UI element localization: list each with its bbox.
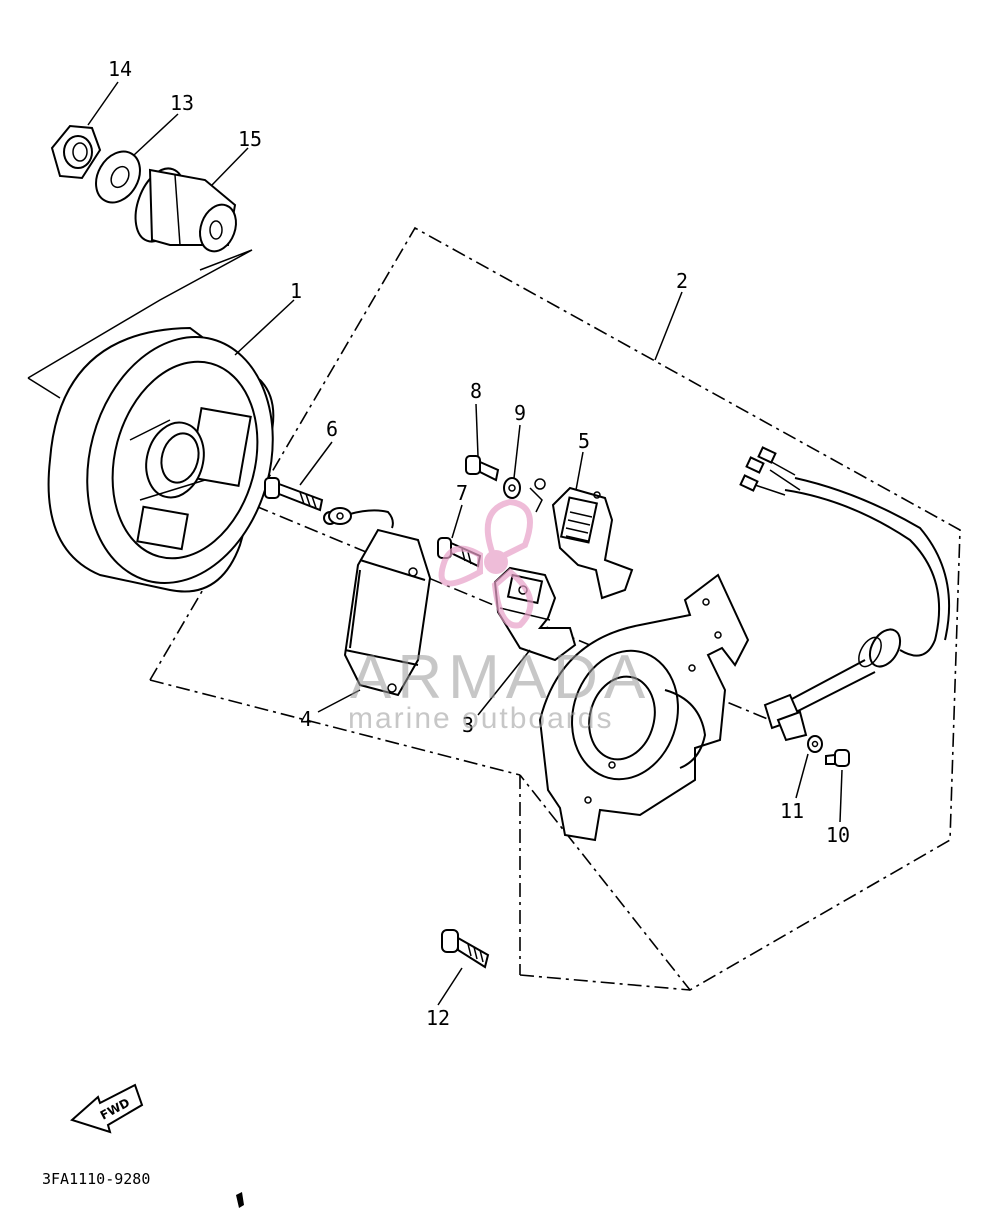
part-label-14: 14 [108,57,132,81]
print-mark [236,1192,244,1208]
part-label-5: 5 [578,429,590,453]
part-label-6: 6 [326,417,338,441]
part-label-3: 3 [462,713,474,737]
wire-harness [739,446,951,742]
watermark-brand: ARMADA [350,643,651,712]
washer-part-9 [503,477,521,499]
part-label-12: 12 [426,1006,450,1030]
part-label-9: 9 [514,401,526,425]
stator-plate-part-2 [538,573,750,842]
pulser-coil-part-3 [493,566,577,662]
screw-part-8 [465,455,500,482]
washer-part-13 [95,150,141,204]
ground-lead [328,507,394,529]
assembly-boundary [149,226,961,992]
propeller-logo-icon [438,498,534,629]
part-label-7: 7 [456,481,468,505]
part-label-1: 1 [290,279,302,303]
lighting-coil-part-5 [529,478,634,600]
forward-arrow-icon: FWD [70,1083,144,1134]
diagram-code: 3FA1110-9280 [42,1170,150,1188]
part-label-2: 2 [676,269,688,293]
nut-part-14 [50,124,102,180]
armada-watermark: ARMADA marine outboards [348,498,651,735]
part-numbers: 14 13 15 1 2 6 8 9 5 7 4 3 11 10 12 [108,57,850,1030]
washer-part-11 [807,735,823,753]
part-label-8: 8 [470,379,482,403]
watermark-tagline: marine outboards [348,702,613,735]
screw-part-10 [825,749,850,767]
flywheel-part-1 [47,326,275,593]
part-label-11: 11 [780,799,804,823]
part-label-10: 10 [826,823,850,847]
charge-coil-part-4 [343,528,432,697]
part-label-13: 13 [170,91,194,115]
collar-part-15 [134,167,237,253]
screw-part-12 [441,929,490,969]
leader-lines [87,81,843,1006]
part-label-4: 4 [300,707,312,731]
flywheel-assembly-outline [27,249,253,379]
center-axis-line [204,484,771,721]
part-label-15: 15 [238,127,262,151]
